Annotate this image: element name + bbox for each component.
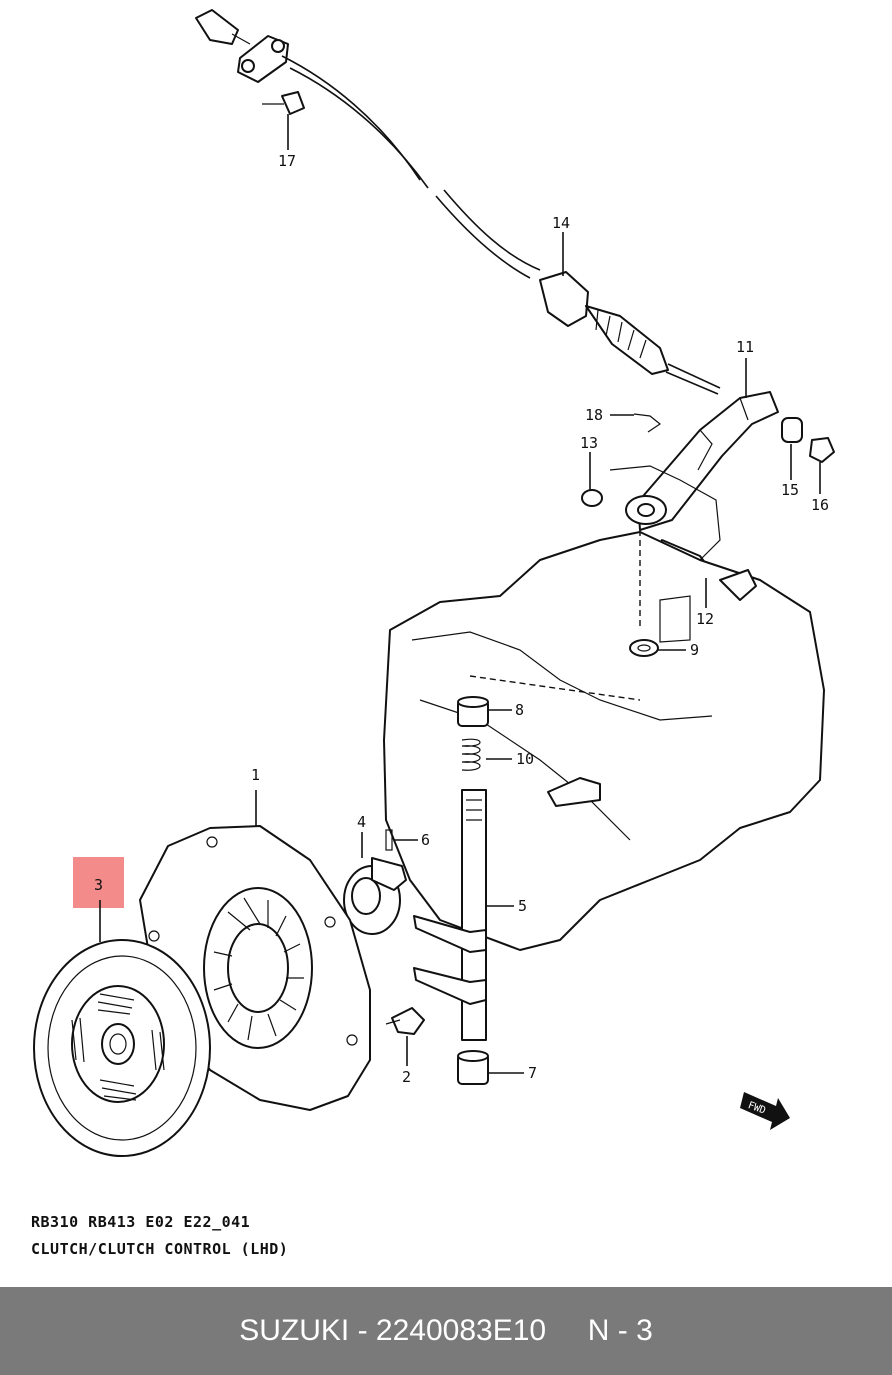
callout-4: 4 — [357, 813, 366, 831]
release-bearing — [343, 829, 425, 1035]
fwd-arrow-icon: FWD — [740, 1092, 790, 1130]
callout-17: 17 — [278, 152, 296, 170]
diagram-codes: RB310 RB413 E02 E22_041 — [31, 1213, 251, 1231]
callout-15: 15 — [781, 481, 799, 499]
callout-14: 14 — [552, 214, 570, 232]
callout-numbers: 1 2 4 5 6 7 8 9 10 11 12 13 14 15 16 17 … — [251, 152, 829, 1086]
callout-6: 6 — [421, 831, 430, 849]
callout-9: 9 — [690, 641, 699, 659]
callout-1: 1 — [251, 766, 260, 784]
callout-5: 5 — [518, 897, 527, 915]
callout-16: 16 — [811, 496, 829, 514]
transmission-case — [383, 465, 825, 951]
leader-lines — [99, 114, 821, 1074]
release-shaft — [413, 639, 659, 1085]
callout-3-label: 3 — [93, 876, 104, 894]
callout-12: 12 — [696, 610, 714, 628]
clutch-cable — [195, 9, 721, 395]
diagram-title: CLUTCH/CLUTCH CONTROL (LHD) — [31, 1240, 289, 1258]
callout-11: 11 — [736, 338, 754, 356]
callout-10: 10 — [516, 750, 534, 768]
callout-2: 2 — [402, 1068, 411, 1086]
clutch-disc — [33, 939, 211, 1157]
callout-13: 13 — [580, 434, 598, 452]
highlight-marker-part-3 — [73, 857, 124, 908]
callout-18: 18 — [585, 406, 603, 424]
callout-7: 7 — [528, 1064, 537, 1082]
footer-bar: SUZUKI - 2240083E10 N - 3 — [0, 1287, 892, 1375]
footer-part-number: SUZUKI - 2240083E10 N - 3 — [239, 1314, 653, 1347]
callout-8: 8 — [515, 701, 524, 719]
exploded-parts-diagram: FWD 1 2 4 5 6 7 8 9 10 11 12 13 14 — [33, 9, 835, 1157]
